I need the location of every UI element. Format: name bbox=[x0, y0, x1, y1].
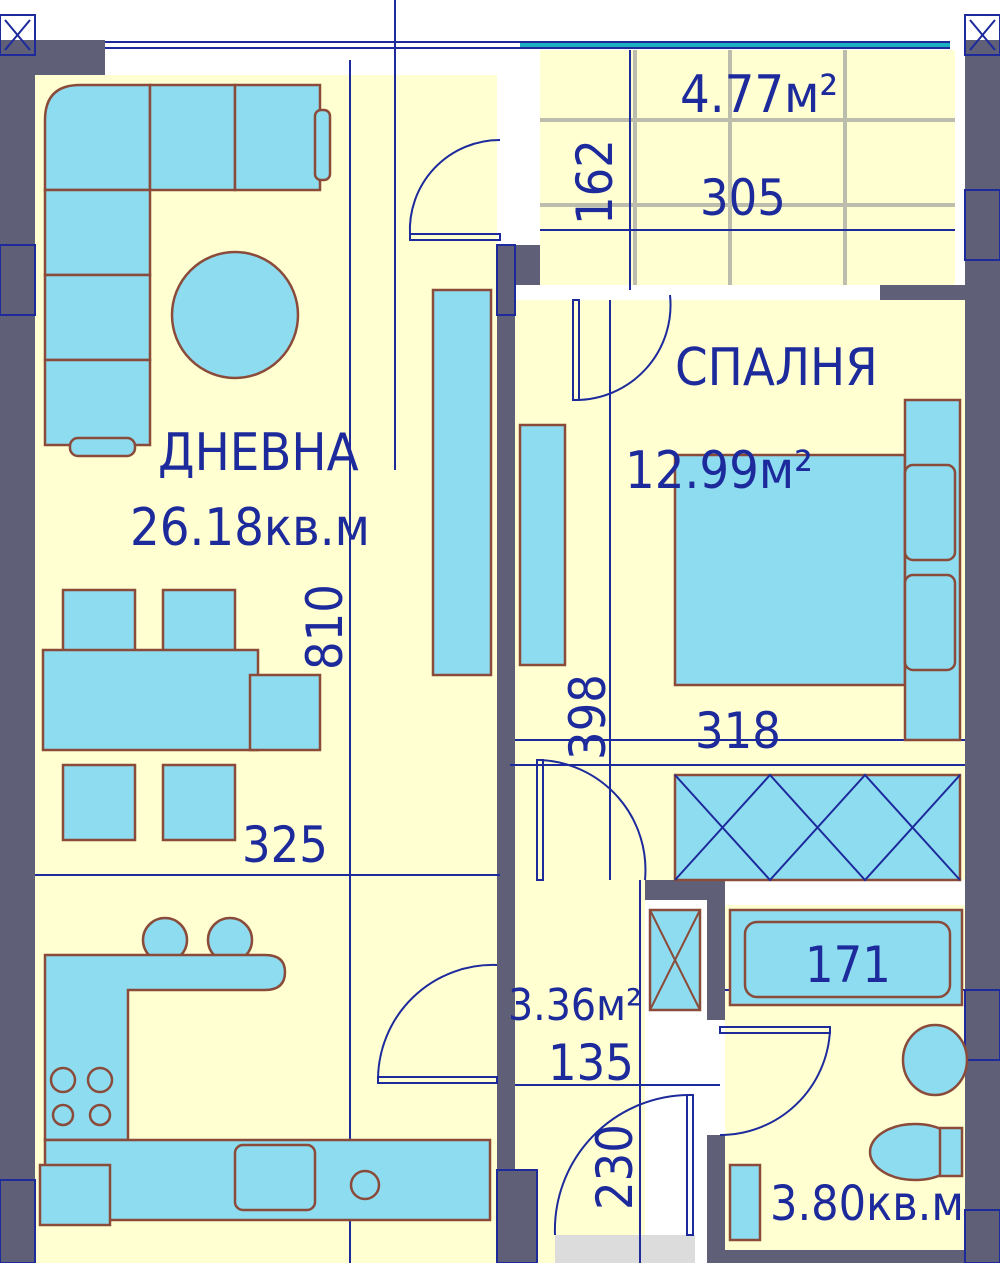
living-name-label: ДНЕВНА bbox=[158, 423, 359, 483]
hall-area-label: 3.36м² bbox=[508, 980, 642, 1031]
balcony-area-label: 4.77м² bbox=[680, 65, 838, 125]
bathroom-width-dimension: 171 bbox=[805, 936, 891, 994]
bedroom-name-label: СПАЛНЯ bbox=[675, 338, 878, 398]
bedroom-width-dimension: 318 bbox=[695, 702, 781, 760]
bedroom-furniture bbox=[673, 398, 962, 882]
balcony-depth-dimension: 162 bbox=[566, 139, 624, 225]
balcony-width-dimension: 305 bbox=[700, 169, 786, 227]
living-furniture bbox=[41, 83, 567, 1222]
balcony-tiles bbox=[540, 50, 955, 285]
living-width-dimension: 325 bbox=[242, 816, 328, 874]
balcony-floor bbox=[540, 50, 955, 285]
doors bbox=[377, 138, 831, 1236]
living-depth-dimension: 810 bbox=[296, 584, 354, 670]
bedroom-area-label: 12.99м² bbox=[625, 441, 813, 501]
walls bbox=[0, 40, 1000, 1263]
bedroom-depth-dimension: 398 bbox=[559, 674, 617, 760]
living-area-label: 26.18кв.м bbox=[130, 498, 370, 558]
hall-width-dimension: 135 bbox=[548, 1034, 634, 1092]
bathroom-area-label: 3.80кв.м bbox=[770, 1176, 964, 1232]
entrance-threshold bbox=[555, 1235, 695, 1263]
hall-depth-dimension: 230 bbox=[586, 1124, 644, 1210]
bathroom-furniture bbox=[38, 908, 969, 1242]
